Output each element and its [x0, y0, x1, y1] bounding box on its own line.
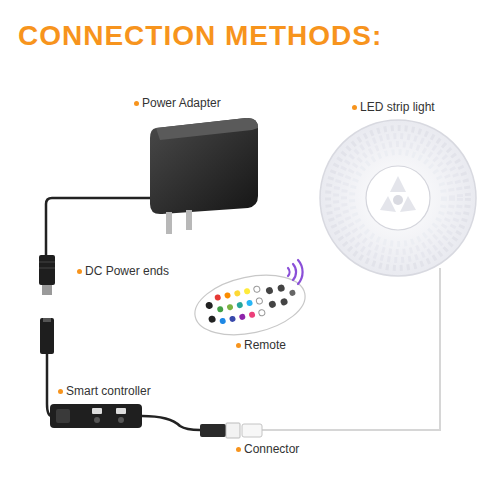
part-label: Connector	[236, 442, 300, 456]
part-label-text: Smart controller	[65, 384, 152, 398]
part-label: Power Adapter	[134, 96, 222, 110]
part-label-text: LED strip light	[359, 100, 436, 114]
label-bullet	[236, 343, 241, 348]
part-label-text: Connector	[243, 442, 300, 456]
led-strip-reel	[320, 120, 476, 276]
smart-controller	[50, 404, 142, 428]
part-label-text: Power Adapter	[141, 96, 222, 110]
part-label-text: DC Power ends	[84, 264, 170, 278]
remote-control	[189, 266, 310, 344]
label-bullet	[77, 269, 82, 274]
part-label: Remote	[236, 338, 287, 352]
part-label: DC Power ends	[77, 264, 170, 278]
part-label-text: Remote	[243, 338, 287, 352]
signal-waves	[288, 260, 303, 284]
label-bullet	[236, 447, 241, 452]
power-cord	[46, 198, 152, 255]
label-bullet	[134, 101, 139, 106]
power-adapter	[150, 118, 258, 234]
diagram-title: CONNECTION METHODS:	[18, 20, 382, 52]
label-bullet	[58, 389, 63, 394]
part-label: LED strip light	[352, 100, 436, 114]
label-bullet	[352, 105, 357, 110]
dc-power-ends	[39, 255, 55, 354]
controller-cord	[142, 416, 200, 430]
part-label: Smart controller	[58, 384, 152, 398]
connector	[200, 423, 262, 438]
